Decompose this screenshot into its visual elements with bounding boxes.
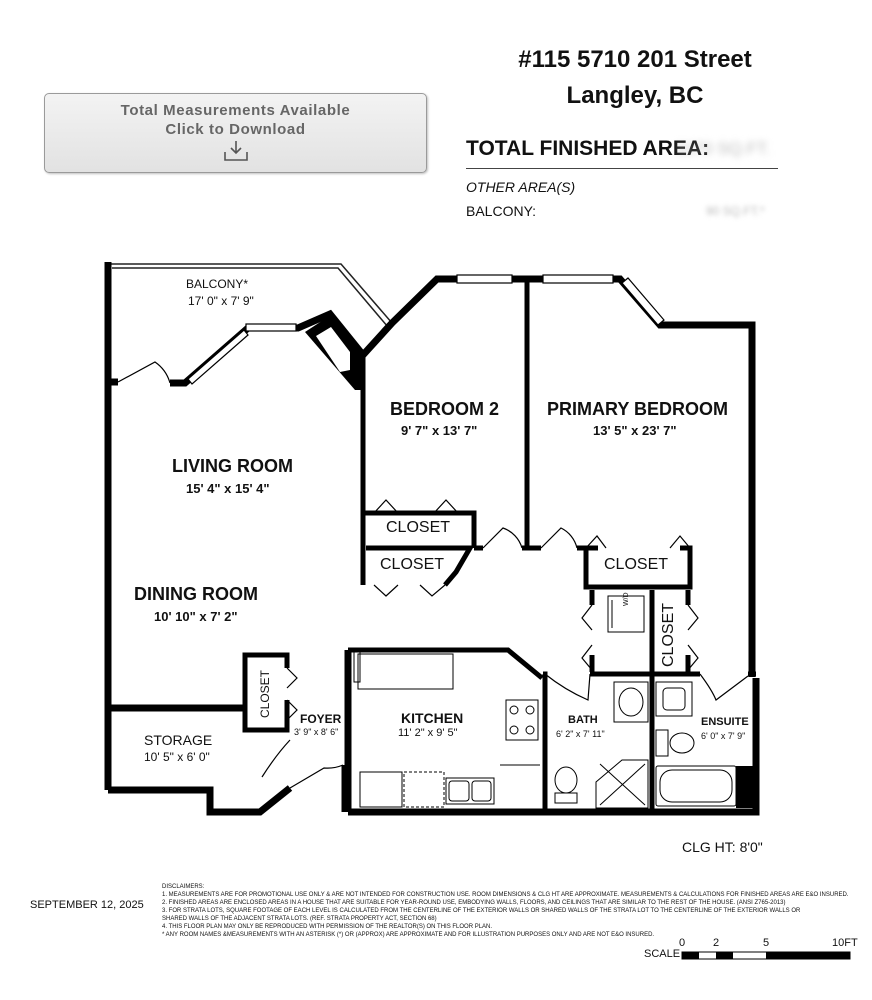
- balcony-room-dim: 17' 0" x 7' 9": [188, 294, 254, 308]
- plan-date: SEPTEMBER 12, 2025: [30, 899, 144, 911]
- washer-dryer: [607, 595, 645, 633]
- disclaimer-item: 3. FOR STRATA LOTS, SQUARE FOOTAGE OF EA…: [162, 908, 801, 914]
- kitchen-fixtures: [353, 651, 540, 808]
- bedroom-2-closet-lower: CLOSET: [380, 556, 445, 573]
- primary-closet: CLOSET: [604, 556, 669, 573]
- foyer-room-dim: 3' 9" x 8' 6": [294, 727, 339, 737]
- dining-room-dim: 10' 10" x 7' 2": [154, 609, 238, 624]
- scale-bar: [681, 951, 851, 960]
- kitchen-room-dim: 11' 2" x 9' 5": [398, 727, 458, 739]
- disclaimer-item: SHARED WALLS OF THE ADJACENT STRATA LOTS…: [162, 916, 437, 922]
- ceiling-height: CLG HT: 8'0": [682, 839, 763, 855]
- disclaimer-item: 1. MEASUREMENTS ARE FOR PROMOTIONAL USE …: [162, 892, 849, 898]
- bath-room-name: BATH: [568, 714, 598, 726]
- download-line-1: Total Measurements Available: [120, 102, 351, 119]
- disclaimers: DISCLAIMERS: 1. MEASUREMENTS ARE FOR PRO…: [162, 883, 862, 939]
- disclaimer-item: 4. THIS FLOOR PLAN MAY ONLY BE REPRODUCE…: [162, 924, 493, 930]
- balcony-room-name: BALCONY*: [186, 277, 249, 291]
- dining-room-name: DINING ROOM: [134, 584, 258, 604]
- scale-tick-0: 0: [679, 937, 686, 949]
- bedroom-2-closet-upper: CLOSET: [386, 519, 451, 536]
- bath-fixtures: [554, 681, 649, 809]
- interior-walls: [242, 279, 756, 812]
- ensuite-room-dim: 6' 0" x 7' 9": [701, 731, 746, 741]
- ensuite-fixtures: [655, 681, 737, 807]
- other-areas-label: OTHER AREA(S): [466, 179, 576, 195]
- disclaimer-item: * ANY ROOM NAMES &MEASUREMENTS WITH AN A…: [162, 932, 655, 938]
- storage-room-name: STORAGE: [144, 732, 213, 748]
- primary-bedroom-name: PRIMARY BEDROOM: [547, 399, 729, 419]
- download-icon: [224, 141, 248, 161]
- disclaimers-title: DISCLAIMERS:: [162, 884, 205, 890]
- bath-room-dim: 6' 2" x 7' 11": [556, 729, 605, 739]
- balcony-area-label: BALCONY:: [466, 203, 537, 219]
- windows: [187, 274, 665, 385]
- scale-tick-5: 5: [763, 937, 770, 949]
- wd-label: W/D: [623, 592, 630, 606]
- closet-door-marks: [373, 499, 699, 671]
- scale-tick-2: 2: [713, 937, 720, 949]
- balcony-outline: [108, 263, 393, 328]
- download-line-2: Click to Download: [165, 121, 306, 138]
- doors: [117, 361, 749, 789]
- address-line-2: Langley, BC: [566, 82, 704, 109]
- disclaimer-item: 2. FINISHED AREAS ARE ENCLOSED AREAS IN …: [162, 900, 786, 906]
- foyer-room-name: FOYER: [300, 712, 342, 726]
- total-finished-area-value: 1170 SQ.FT.: [676, 139, 771, 158]
- scale-tick-10: 10FT: [832, 937, 858, 949]
- foyer-closet: CLOSET: [258, 669, 272, 718]
- bedroom-2-name: BEDROOM 2: [390, 399, 500, 419]
- area-divider: [466, 168, 778, 169]
- kitchen-room-name: KITCHEN: [401, 710, 464, 726]
- living-room-dim: 15' 4" x 15' 4": [186, 481, 270, 496]
- ensuite-tub-wall: [736, 766, 756, 808]
- ensuite-room-name: ENSUITE: [701, 716, 749, 728]
- fireplace: [305, 315, 363, 390]
- storage-room-dim: 10' 5" x 6' 0": [144, 750, 210, 764]
- living-room-name: LIVING ROOM: [172, 456, 293, 476]
- balcony-area-value: 90 SQ.FT.*: [706, 204, 765, 218]
- total-finished-area-label: TOTAL FINISHED AREA:: [466, 137, 710, 160]
- linen-closet: CLOSET: [660, 602, 677, 667]
- address-line-1: #115 5710 201 Street: [518, 46, 752, 73]
- bedroom-2-dim: 9' 7" x 13' 7": [401, 423, 478, 438]
- download-measurements-button[interactable]: Total Measurements Available Click to Do…: [44, 93, 427, 173]
- scale-label: SCALE: [644, 948, 681, 960]
- primary-bedroom-dim: 13' 5" x 23' 7": [593, 423, 677, 438]
